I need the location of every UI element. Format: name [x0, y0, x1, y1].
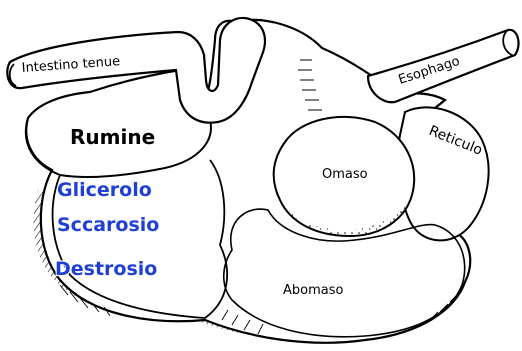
label-rumen: Rumine [70, 125, 155, 149]
label-abomasum: Abomaso [283, 283, 344, 298]
label-omasum: Omaso [322, 167, 368, 182]
substance-sucrose: Sccarosio [57, 214, 159, 236]
substance-glycerol: Glicerolo [57, 179, 152, 201]
substance-dextrose: Destrosio [55, 258, 157, 280]
